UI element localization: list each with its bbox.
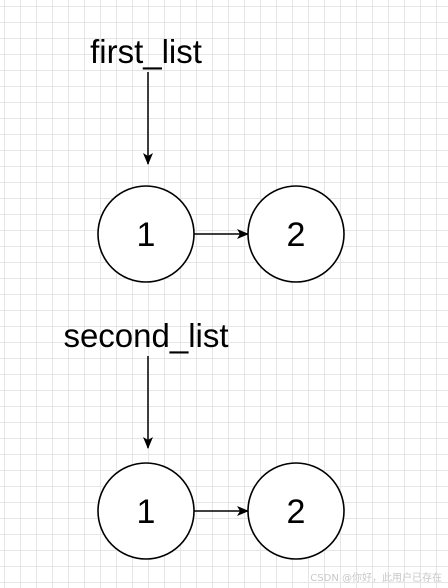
list-label-second: second_list bbox=[63, 317, 228, 354]
node-value-first-1: 1 bbox=[137, 216, 156, 254]
watermark-text: CSDN @你好，此用户已存在 bbox=[310, 573, 442, 584]
node-value-second-1: 1 bbox=[137, 493, 156, 531]
list-label-first: first_list bbox=[90, 33, 202, 70]
node-value-second-2: 2 bbox=[287, 493, 306, 531]
list-node-first-2 bbox=[247, 185, 345, 283]
list-second: second_list 1 2 bbox=[63, 317, 345, 560]
node-value-first-2: 2 bbox=[287, 216, 306, 254]
list-node-second-2 bbox=[247, 462, 345, 560]
list-first: first_list 1 2 bbox=[90, 33, 345, 283]
